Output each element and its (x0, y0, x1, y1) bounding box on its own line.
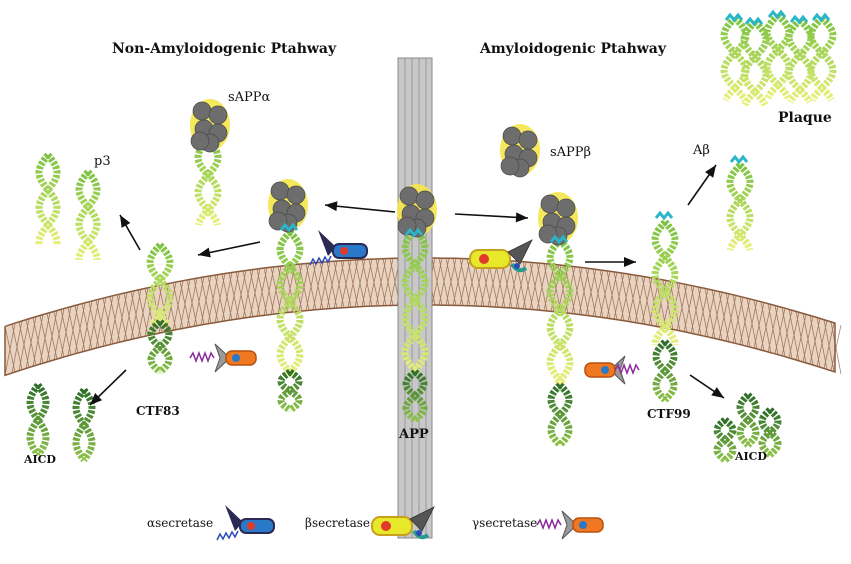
aicd-right-a (713, 417, 737, 463)
abeta-label: Aβ (692, 143, 710, 158)
aicd-left-label: AICD (23, 453, 56, 466)
legend-gamma-label: γsecretase (472, 516, 537, 530)
sappa-helix (194, 137, 222, 226)
app-helix-center (401, 227, 429, 378)
gamma-secretase-right-zigzag (614, 362, 640, 376)
ctf99-helix (651, 219, 679, 346)
arrow-to-p3 (119, 214, 141, 251)
aicd-right-b (736, 392, 760, 448)
ctf99-helix-dark (652, 339, 678, 403)
enzymes-layer (189, 230, 640, 541)
arrow-to-ctf83 (197, 241, 261, 258)
plaque-fibril-3 (763, 12, 793, 100)
legend-alpha-label: αsecretase (147, 516, 213, 530)
plaque-fibril-4 (785, 17, 815, 104)
membrane-band (4, 257, 836, 377)
aicd-left-a (26, 382, 50, 458)
plaque-fibril-2 (740, 19, 770, 107)
beta-cleaving-helix-dark (547, 382, 573, 448)
p3-fragment-a (35, 152, 61, 246)
transmembrane-column (397, 57, 433, 539)
app-cleavage-mark (404, 227, 424, 238)
ctf99-label: CTF99 (647, 407, 691, 421)
sappb-label: sAPPβ (550, 145, 591, 160)
aicd-left-b (72, 387, 96, 463)
arrow-to-abeta (687, 164, 717, 206)
p3-label: p3 (94, 154, 111, 169)
plaque-label: Plaque (778, 110, 832, 126)
abeta-cleavage-mark (729, 154, 749, 165)
sappb-ectodomain (500, 124, 540, 178)
legend-beta-label: βsecretase (305, 516, 370, 530)
ctf83-label: CTF83 (136, 404, 180, 418)
plaque-cleavage-mark-4 (789, 14, 809, 25)
plaque-fibril-5 (807, 15, 837, 102)
legend-gamma-secretase-icon (536, 510, 604, 540)
app-label: APP (398, 427, 429, 442)
alpha-cleavage-mark (279, 222, 299, 233)
gamma-secretase-right-icon (584, 355, 626, 385)
plaque-cleavage-mark-2 (744, 16, 764, 27)
app-helix-center-dark (402, 369, 428, 423)
abeta-helix (726, 162, 754, 251)
p3-fragment-b (75, 169, 101, 261)
arrow-to-ctf99 (585, 257, 636, 267)
plaque-cleavage-mark-1 (724, 12, 744, 23)
arrow-to-alpha-cleavage (324, 201, 396, 213)
alpha-secretase-icon (309, 230, 368, 266)
beta-secretase-icon (469, 239, 533, 273)
beta-cleaving-helix (546, 237, 574, 388)
aicd-right-label: AICD (734, 450, 767, 463)
ctf83-helix (146, 242, 174, 327)
ctf83-helix-dark (147, 319, 173, 375)
arrow-to-aicd-right (689, 374, 725, 399)
arrows-layer (89, 164, 725, 406)
plaque-cleavage-mark-3 (767, 9, 787, 20)
alpha-cleaving-helix (276, 229, 304, 378)
beta-cleavage-mark (549, 234, 569, 245)
ctf99-cleavage-mark (654, 210, 674, 221)
legend-beta-secretase-icon (371, 506, 435, 540)
amyloid-title: Amyloidogenic Ptahway (479, 41, 667, 57)
non-amyloid-title: Non-Amyloidogenic Ptahway (112, 41, 337, 57)
alpha-cleaving-ectodomain (268, 179, 308, 233)
plaque-cleavage-mark-5 (811, 12, 831, 23)
molecules-layer (26, 9, 837, 463)
gamma-secretase-left-icon (189, 343, 257, 373)
arrow-to-beta-cleavage (454, 212, 529, 223)
legend-alpha-secretase-icon (216, 505, 275, 541)
alpha-cleaving-helix-dark (277, 369, 303, 413)
aicd-right-c (758, 407, 782, 458)
arrow-to-aicd-left (89, 369, 127, 406)
beta-cleaving-ectodomain (538, 192, 578, 246)
sappa-label: sAPPα (228, 90, 271, 105)
plaque-fibril-1 (720, 15, 750, 102)
sappa-ectodomain (190, 99, 230, 153)
